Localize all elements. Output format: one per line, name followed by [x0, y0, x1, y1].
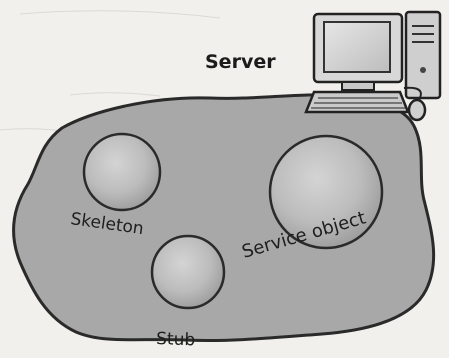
computer-icon-group [306, 12, 440, 120]
skeleton-sphere [84, 134, 160, 210]
desktop-computer-icon [314, 12, 440, 98]
stub-sphere [152, 236, 224, 308]
keyboard-icon [306, 92, 408, 112]
server-label: Server [205, 51, 276, 73]
stub-label: Stub [156, 329, 196, 350]
